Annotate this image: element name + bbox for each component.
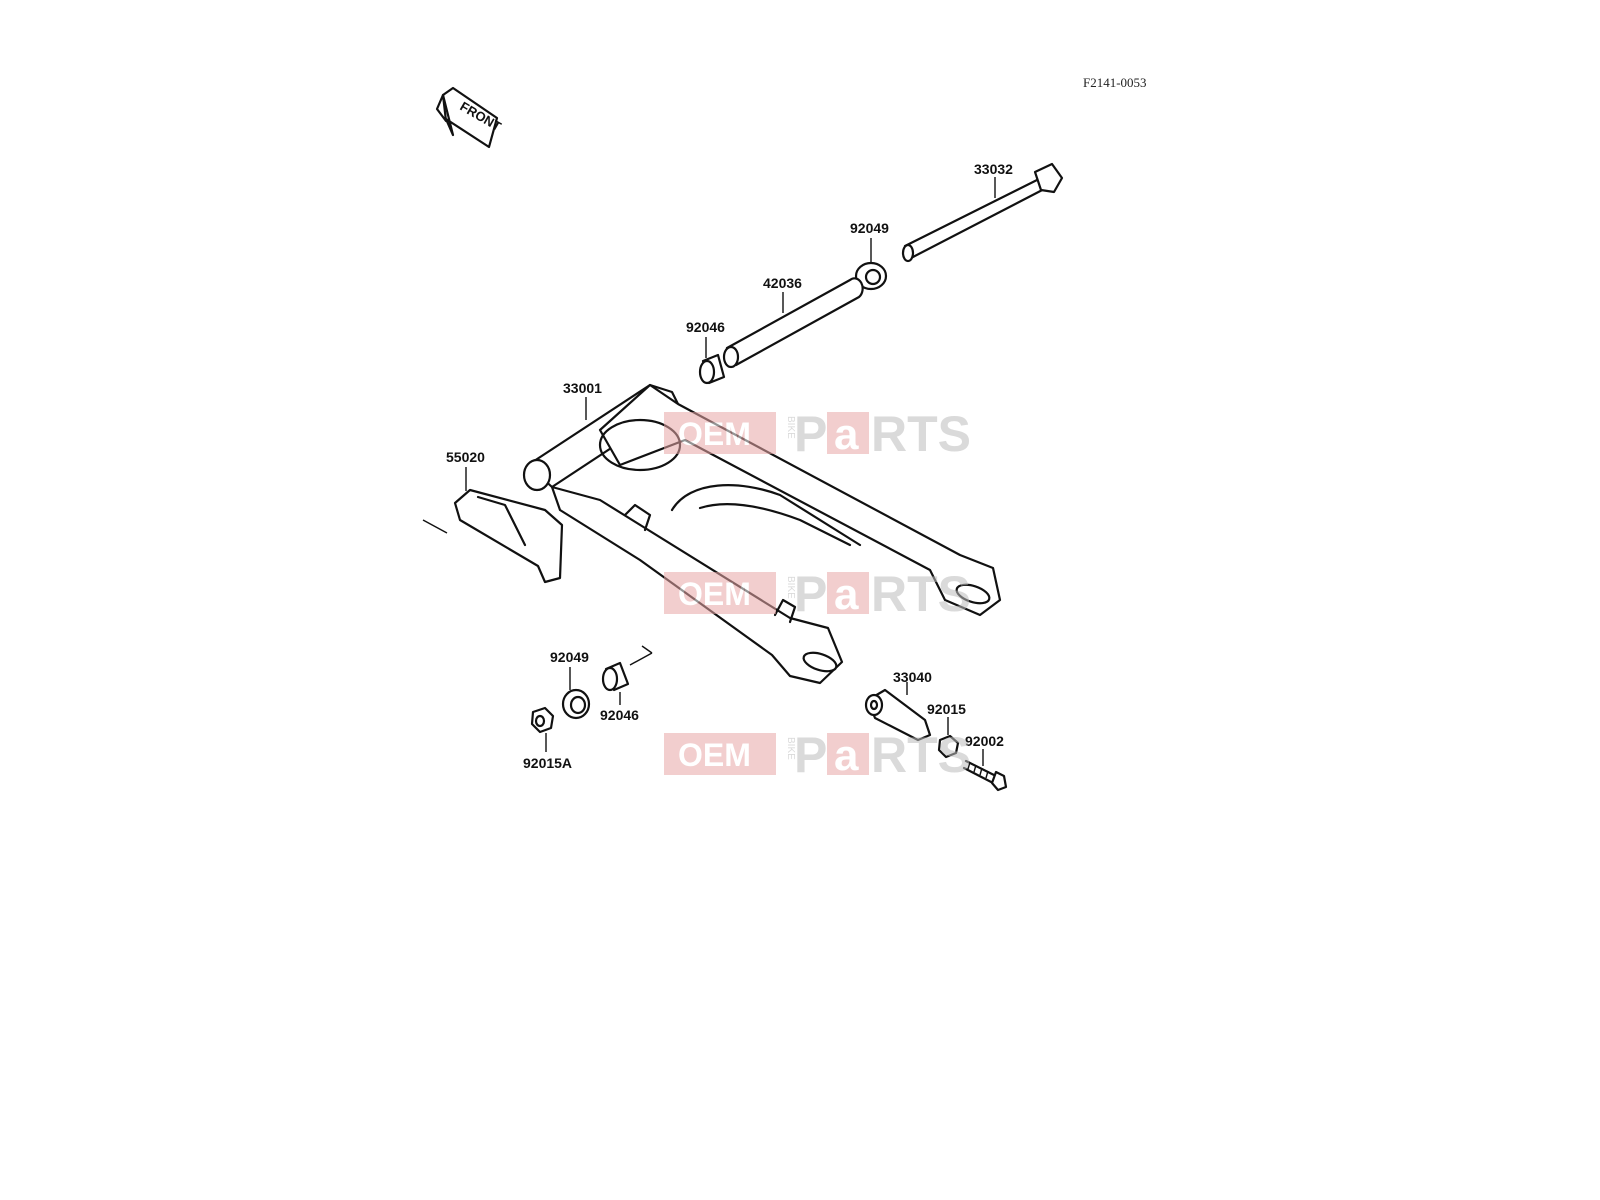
- watermark-oem: OEM: [678, 737, 751, 773]
- watermark-bike: BIKE: [785, 416, 796, 439]
- label-33001: 33001: [563, 380, 602, 396]
- watermark-logo: OEM BIKE P a RTS: [664, 406, 971, 462]
- diagram-code: F2141-0053: [1083, 75, 1147, 90]
- nut-92015: [937, 734, 960, 759]
- watermark-oem: OEM: [678, 416, 751, 452]
- bearing-92046-top: [698, 353, 726, 385]
- label-92049-top: 92049: [850, 220, 889, 236]
- bolt-92002: [962, 759, 1008, 792]
- label-33032: 33032: [974, 161, 1013, 177]
- watermark-oem: OEM: [678, 576, 751, 612]
- front-arrow-icon: FRONT: [435, 86, 504, 149]
- watermark-rts: RTS: [871, 406, 971, 462]
- label-33040: 33040: [893, 669, 932, 685]
- seal-92049-top: [854, 261, 888, 291]
- watermark-logo: OEM BIKE P a RTS: [664, 566, 971, 622]
- pivot-bolt-33032: [901, 162, 1064, 263]
- watermark-a: a: [834, 731, 859, 780]
- nut-92015A: [530, 706, 555, 734]
- label-92002: 92002: [965, 733, 1004, 749]
- chain-adjuster-33040: [864, 688, 932, 742]
- watermark-p: P: [794, 406, 827, 462]
- watermark-logo: OEM BIKE P a RTS: [664, 727, 971, 783]
- chain-guard-55020: [422, 488, 564, 584]
- label-92015: 92015: [927, 701, 966, 717]
- watermark-p: P: [794, 727, 827, 783]
- label-42036: 42036: [763, 275, 802, 291]
- label-92049-bottom: 92049: [550, 649, 589, 665]
- watermark-rts: RTS: [871, 566, 971, 622]
- watermark-bike: BIKE: [785, 737, 796, 760]
- label-92046-bottom: 92046: [600, 707, 639, 723]
- watermark-rts: RTS: [871, 727, 971, 783]
- watermark-p: P: [794, 566, 827, 622]
- watermark-a: a: [834, 570, 859, 619]
- watermark-a: a: [834, 410, 859, 459]
- sleeve-42036: [722, 277, 864, 369]
- label-92015A: 92015A: [523, 755, 572, 771]
- watermark-bike: BIKE: [785, 576, 796, 599]
- bearing-92046-bottom: [601, 645, 653, 692]
- label-92046-top: 92046: [686, 319, 725, 335]
- label-55020: 55020: [446, 449, 485, 465]
- seal-92049-bottom: [561, 688, 591, 720]
